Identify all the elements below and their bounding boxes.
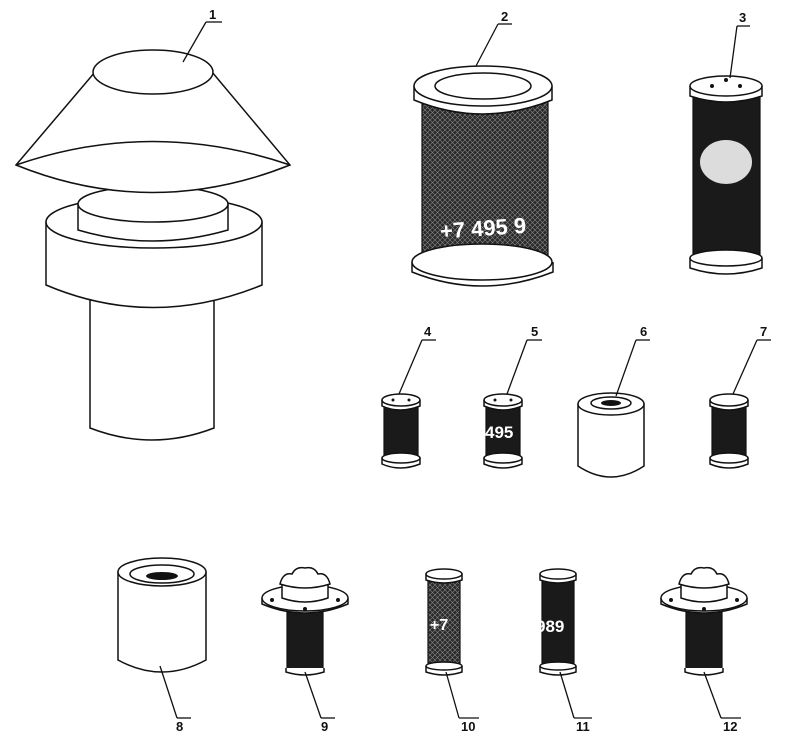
part-9-flanged-filter: [261, 566, 349, 676]
leader-line-6: [615, 339, 637, 397]
part-label-4: 4: [424, 324, 432, 339]
leader-line-8: [159, 665, 178, 719]
leader-line-4: [398, 339, 423, 395]
leader-line-1: [182, 21, 207, 63]
part-5-small-filter-element: 495: [483, 393, 523, 469]
watermark-phone-5: 495: [485, 423, 513, 442]
part-12-flanged-filter: [660, 566, 748, 676]
part-4-small-filter-element: [381, 393, 421, 469]
part-label-1: 1: [209, 7, 216, 22]
part-label-10: 10: [461, 719, 475, 734]
part-label-12: 12: [723, 719, 737, 734]
part-10-slim-mesh-element: +7: [425, 568, 463, 676]
part-6-spin-on-filter: [577, 392, 645, 478]
leader-line-3: [729, 25, 738, 79]
part-label-6: 6: [640, 324, 647, 339]
leader-line-10: [445, 671, 460, 719]
part-1-breather-cap: [14, 49, 292, 441]
part-label-5: 5: [531, 324, 538, 339]
part-8-spin-on-canister: [117, 557, 207, 673]
leader-line-5: [506, 339, 528, 395]
watermark-logo-3: [700, 140, 752, 184]
part-3-tall-filter-element: [689, 75, 763, 275]
part-label-11: 11: [576, 719, 590, 734]
leader-line-7: [732, 339, 758, 395]
part-label-9: 9: [321, 719, 328, 734]
leader-line-9: [304, 671, 322, 719]
part-label-3: 3: [739, 10, 746, 25]
leader-line-11: [559, 671, 575, 719]
part-label-7: 7: [760, 324, 767, 339]
part-label-2: 2: [501, 9, 508, 24]
part-7-small-filter-element: [709, 393, 749, 469]
watermark-phone-11: 989: [536, 617, 564, 636]
part-11-slim-dark-element: 989: [536, 568, 577, 676]
leader-line-12: [703, 671, 722, 719]
watermark-phone-2: +7 495 9: [439, 213, 527, 244]
part-2-air-filter-cartridge: +7 495 9: [411, 65, 554, 287]
watermark-phone-10: +7: [430, 617, 448, 634]
leader-line-2: [475, 23, 499, 67]
part-label-8: 8: [176, 719, 183, 734]
